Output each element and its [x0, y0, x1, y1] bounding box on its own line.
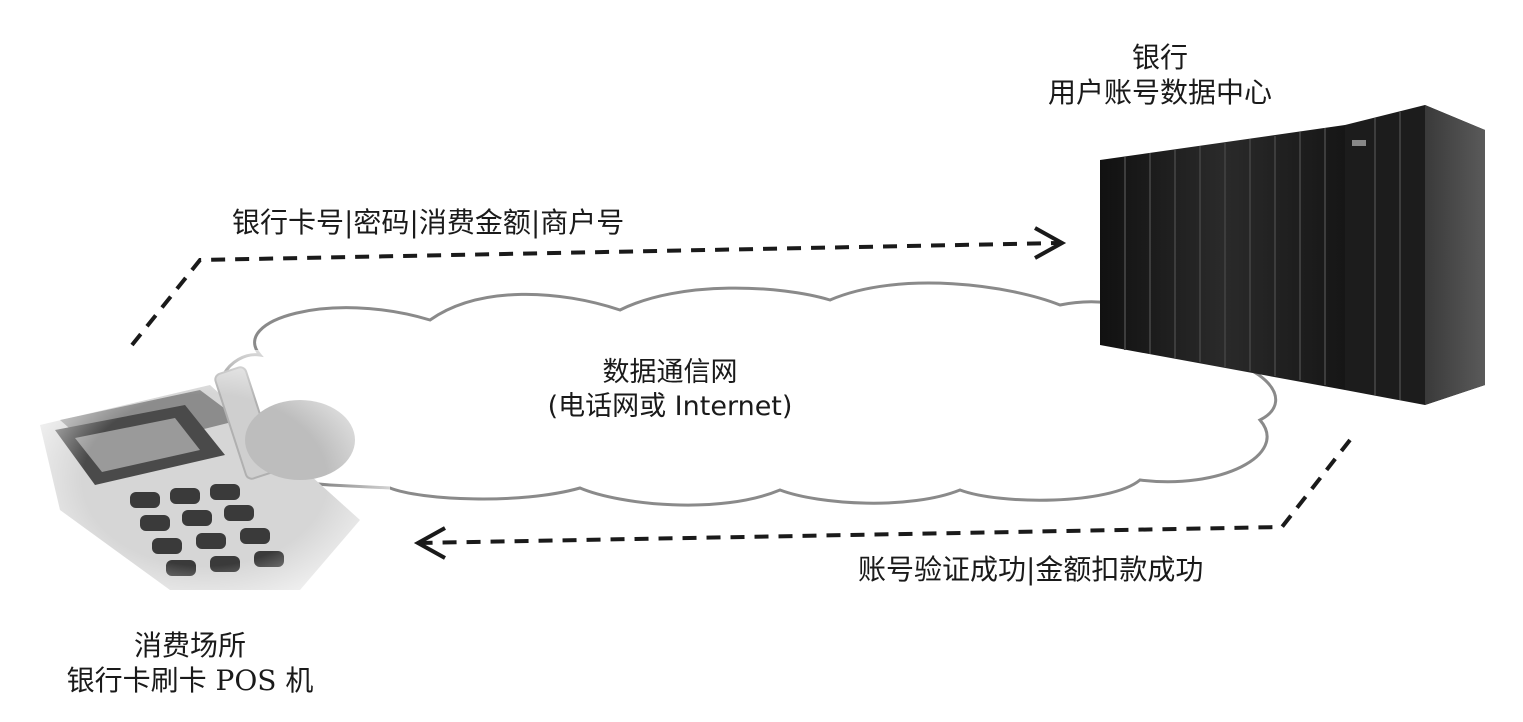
bank-subtitle: 用户账号数据中心 [1047, 76, 1272, 109]
pos-title: 消费场所 [133, 629, 246, 662]
server-rack-icon [1100, 105, 1485, 405]
network-label: 数据通信网 (电话网或 Internet) [480, 356, 860, 424]
network-subtitle: (电话网或 Internet) [547, 390, 793, 422]
pos-label: 消费场所 银行卡刷卡 POS 机 [40, 628, 340, 698]
bank-label: 银行 用户账号数据中心 [1010, 40, 1310, 110]
response-arrow [413, 438, 1352, 560]
request-arrow [130, 226, 1067, 347]
bank-title: 银行 [1131, 41, 1188, 74]
network-title: 数据通信网 [602, 357, 738, 388]
pos-terminal-icon [20, 350, 390, 610]
pos-subtitle: 银行卡刷卡 POS 机 [66, 664, 314, 697]
response-label: 账号验证成功|金额扣款成功 [858, 553, 1204, 586]
request-label: 银行卡号|密码|消费金额|商户号 [232, 206, 625, 239]
